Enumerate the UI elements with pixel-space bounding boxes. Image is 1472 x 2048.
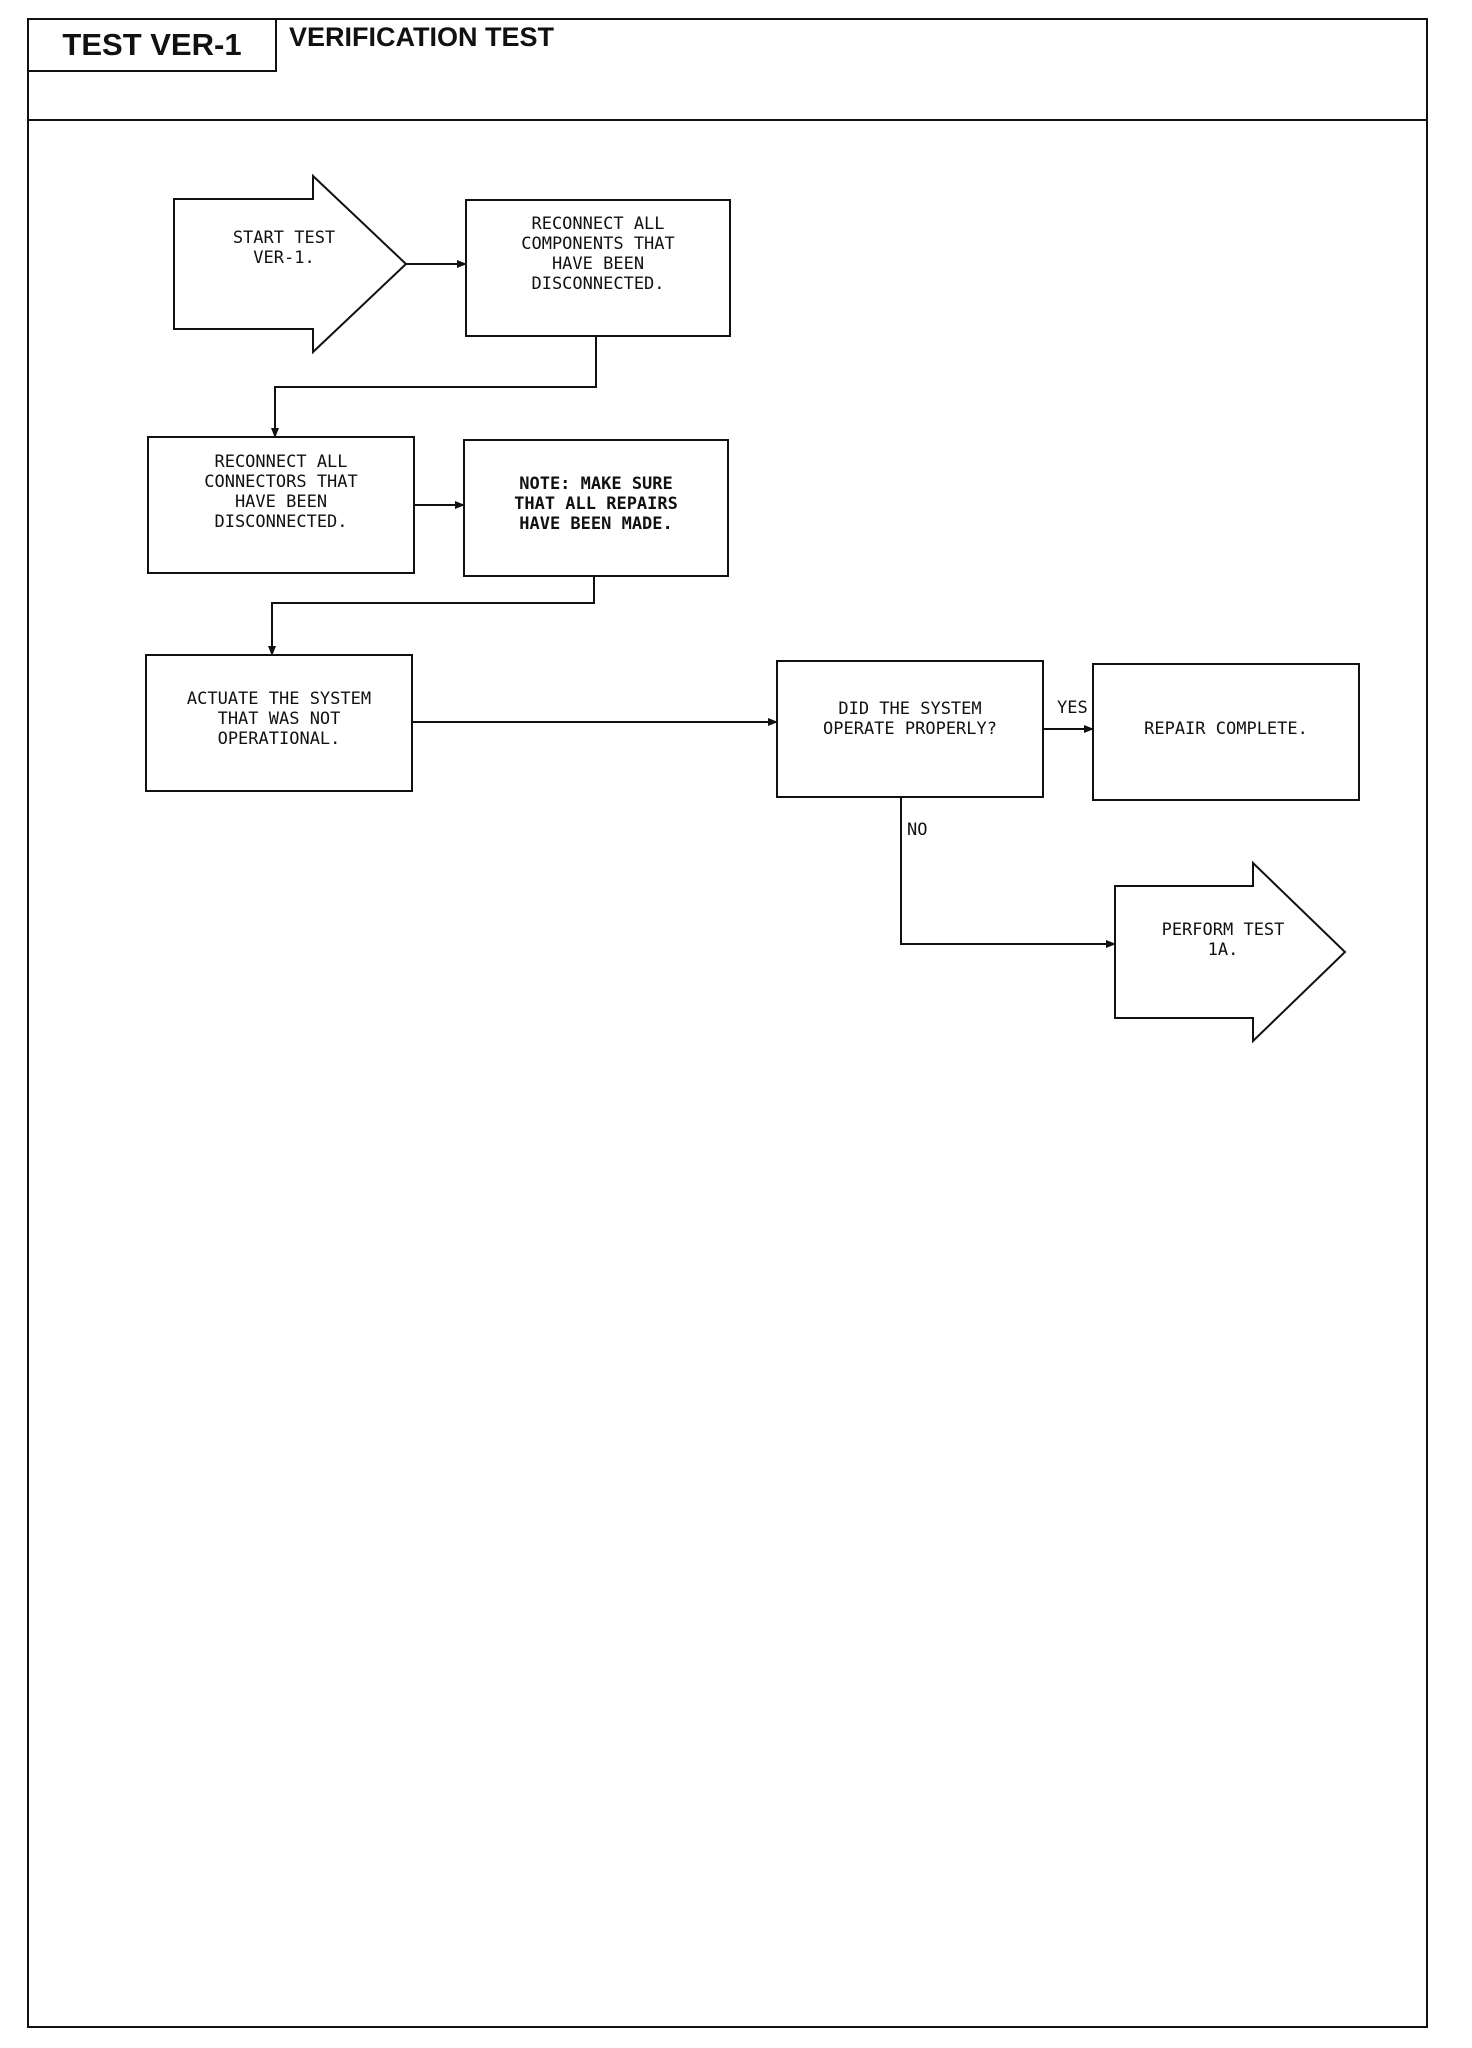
header-bar: TEST VER-1 VERIFICATION TEST xyxy=(29,20,1426,121)
process-box xyxy=(776,660,1044,798)
node-text-line: PERFORM TEST xyxy=(1162,920,1285,940)
node-text-line: HAVE BEEN MADE. xyxy=(519,514,673,534)
node-text-line: COMPONENTS THAT xyxy=(521,234,675,254)
node-text-line: NOTE: MAKE SURE xyxy=(519,474,673,494)
arrow-shape xyxy=(173,173,408,355)
process-box xyxy=(145,654,413,792)
node-repair-complete: REPAIR COMPLETE. xyxy=(1092,663,1360,801)
node-text-line: THAT ALL REPAIRS xyxy=(514,494,678,514)
node-text-line: VER-1. xyxy=(253,248,314,268)
node-text-line: RECONNECT ALL xyxy=(531,214,664,234)
test-code-label: TEST VER-1 xyxy=(29,20,277,72)
process-box xyxy=(1092,663,1360,801)
connector-note-repairs-to-actuate-system xyxy=(268,576,595,656)
node-text-line: DID THE SYSTEM xyxy=(838,699,981,719)
arrow-shape xyxy=(1114,860,1347,1044)
node-text-line: OPERATIONAL. xyxy=(218,729,341,749)
connector-decision-operate-to-perform-test-1a xyxy=(900,797,1116,948)
node-text-line: HAVE BEEN xyxy=(552,254,644,274)
edges-layer xyxy=(268,260,1116,948)
node-text-line: THAT WAS NOT xyxy=(218,709,341,729)
node-text-line: ACTUATE THE SYSTEM xyxy=(187,689,371,709)
page-frame: TEST VER-1 VERIFICATION TEST xyxy=(27,18,1428,2028)
node-text-line: START TEST xyxy=(233,228,335,248)
node-text-line: RECONNECT ALL xyxy=(214,452,347,472)
process-box xyxy=(463,439,729,577)
edge-label-no: NO xyxy=(907,820,927,840)
process-box xyxy=(147,436,415,574)
edge-labels-layer: YES NO xyxy=(907,698,1088,840)
edge-label-yes: YES xyxy=(1057,698,1088,718)
node-text-line: HAVE BEEN xyxy=(235,492,327,512)
node-text-line: DISCONNECTED. xyxy=(214,512,347,532)
node-text-line: OPERATE PROPERLY? xyxy=(823,719,997,739)
node-text-line: DISCONNECTED. xyxy=(531,274,664,294)
connector-reconnect-components-to-reconnect-connectors xyxy=(271,336,597,438)
node-text-line: 1A. xyxy=(1208,940,1239,960)
node-text-line: REPAIR COMPLETE. xyxy=(1144,719,1308,739)
process-box xyxy=(465,199,731,337)
test-title: VERIFICATION TEST xyxy=(289,22,555,52)
node-text-line: CONNECTORS THAT xyxy=(204,472,358,492)
